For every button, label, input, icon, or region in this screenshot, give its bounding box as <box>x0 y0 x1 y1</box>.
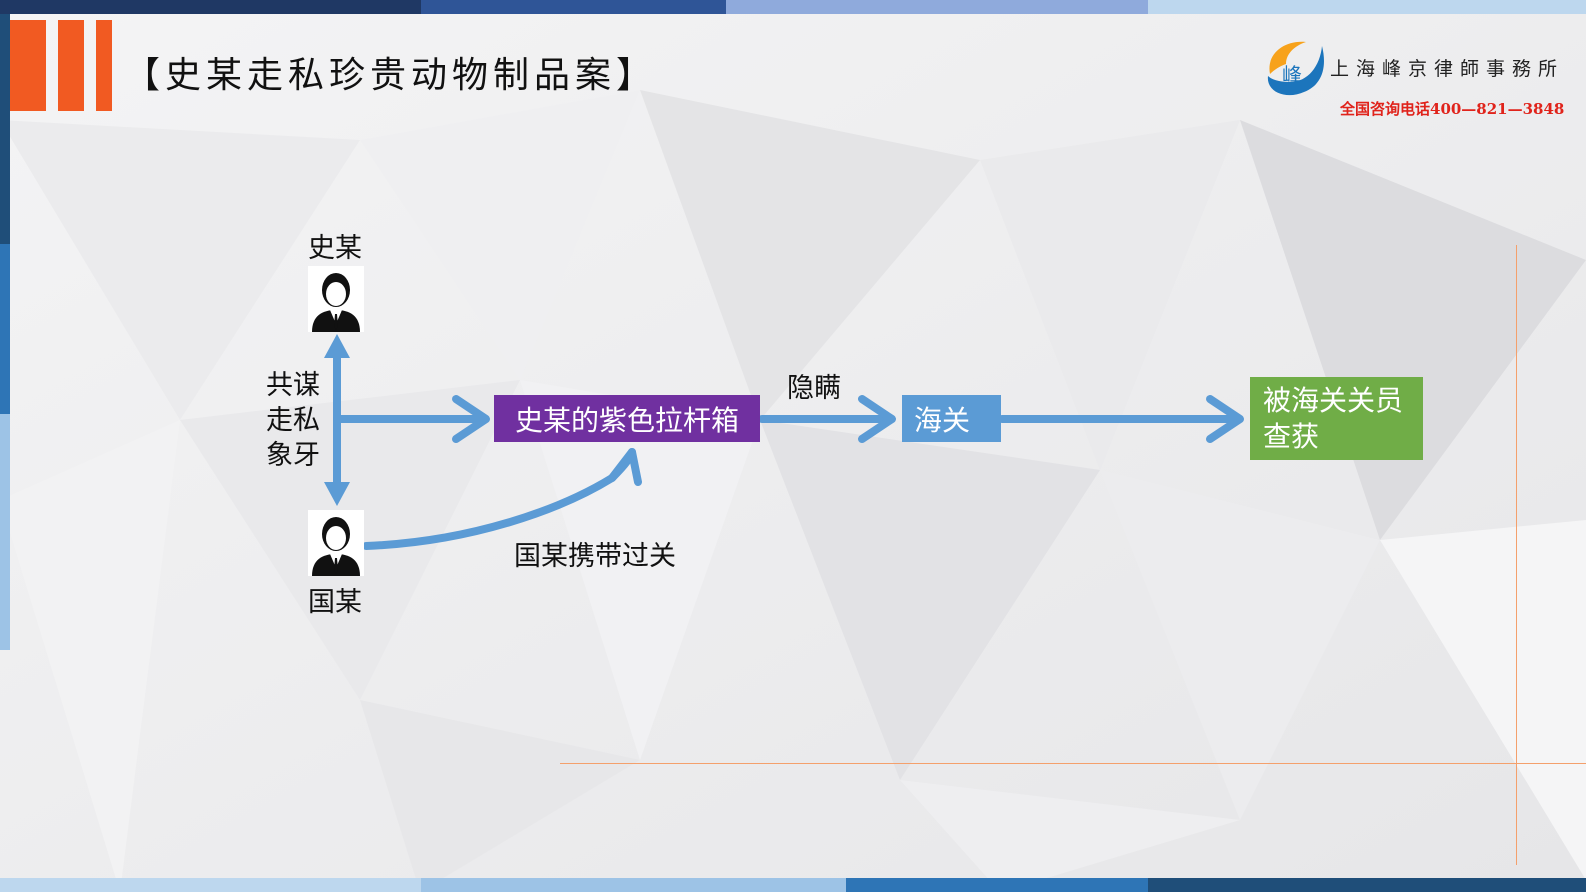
person-icon <box>308 510 364 576</box>
arrowhead-to-seized <box>1206 395 1244 443</box>
person-icon <box>308 266 364 332</box>
person-top-label: 史某 <box>308 233 362 264</box>
edge-conceal-label: 隐瞒 <box>787 373 841 404</box>
arrowhead-to-suitcase <box>452 395 490 443</box>
arrowhead-up <box>324 334 350 358</box>
law-firm-name: 上海峰京律師事務所 <box>1330 58 1565 80</box>
svg-text:峰: 峰 <box>1282 63 1302 87</box>
bottom-bar-medium <box>421 878 846 892</box>
bottom-bar-blue <box>846 878 1148 892</box>
top-bar-dark <box>0 0 421 14</box>
page-title: 【史某走私珍贵动物制品案】 <box>124 55 658 96</box>
suitcase-node: 史某的紫色拉杆箱 <box>494 395 760 442</box>
top-bar-lighter <box>1148 0 1586 14</box>
conspiracy-label-line: 象牙 <box>266 440 320 471</box>
conspiracy-label-line: 共谋 <box>266 370 320 401</box>
seized-node-line: 查获 <box>1263 419 1320 453</box>
top-bar-medium <box>421 0 726 14</box>
divider-vertical <box>1516 245 1517 865</box>
accent-bar-2 <box>58 20 84 111</box>
person-bottom-label: 国某 <box>308 587 362 618</box>
customs-node-label: 海关 <box>914 403 971 437</box>
seized-node: 被海关关员 查获 <box>1250 377 1423 460</box>
arrow-curve-carry <box>362 448 636 550</box>
accent-bar-1 <box>10 20 46 111</box>
arrowhead-to-customs <box>858 395 896 443</box>
flame-logo-icon: 峰 <box>1262 36 1334 98</box>
conspiracy-label-line: 走私 <box>266 405 320 436</box>
arrowhead-down <box>324 482 350 506</box>
top-bar-light <box>726 0 1148 14</box>
bottom-bar-light <box>0 878 421 892</box>
edge-carry-label: 国某携带过关 <box>514 541 676 572</box>
bottom-bar-dark <box>1148 878 1586 892</box>
customs-node: 海关 <box>902 395 1001 442</box>
divider-horizontal <box>560 763 1586 764</box>
suitcase-node-label: 史某的紫色拉杆箱 <box>514 403 739 437</box>
left-bar-light <box>0 414 10 650</box>
hotline-text: 全国咨询电话400—821—3848 <box>1340 100 1565 118</box>
left-bar-dark <box>0 14 10 244</box>
seized-node-line: 被海关关员 <box>1263 383 1404 417</box>
accent-bar-3 <box>96 20 112 111</box>
conspiracy-label: 共谋 走私 象牙 <box>266 368 320 473</box>
left-bar-medium <box>0 244 10 414</box>
arrowhead-curve-carry <box>608 448 642 486</box>
